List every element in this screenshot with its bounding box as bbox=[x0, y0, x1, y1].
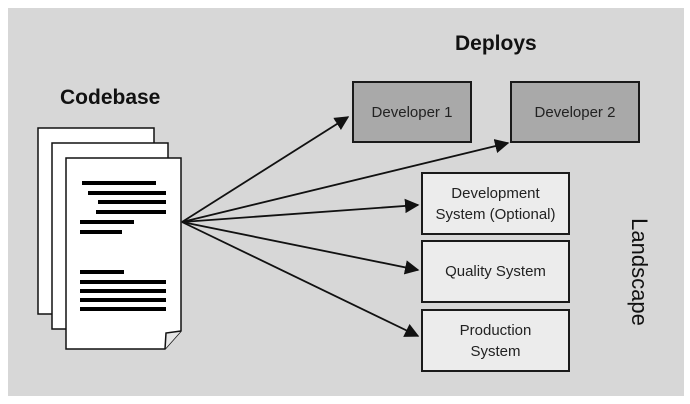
arrow-to-developer-2 bbox=[181, 139, 510, 223]
arrow-to-production-system bbox=[181, 221, 420, 337]
codebase-title: Codebase bbox=[60, 86, 161, 109]
development-system-label-line1: Development bbox=[451, 184, 540, 202]
quality-system-label: Quality System bbox=[445, 263, 546, 280]
development-system-label-line2: System (Optional) bbox=[435, 205, 556, 223]
landscape-label-container: Landscape bbox=[599, 202, 679, 342]
production-system-label-line2: System bbox=[470, 342, 521, 360]
quality-system-box: Quality System bbox=[421, 240, 570, 303]
document-text-lines bbox=[80, 181, 166, 311]
developer-2-label: Developer 2 bbox=[534, 103, 616, 121]
development-system-box: Development System (Optional) bbox=[421, 172, 570, 235]
deploys-title: Deploys bbox=[455, 32, 537, 55]
codebase-document-stack bbox=[37, 127, 182, 350]
developer-1-label: Developer 1 bbox=[371, 103, 453, 121]
document-page-curl bbox=[164, 330, 182, 350]
document-page-front bbox=[65, 157, 182, 350]
developer-2-box: Developer 2 bbox=[510, 81, 640, 143]
production-system-label-line1: Production bbox=[459, 321, 532, 339]
arrow-to-developer-1 bbox=[181, 116, 350, 223]
arrow-to-development-system bbox=[181, 198, 420, 223]
production-system-box: Production System bbox=[421, 309, 570, 372]
landscape-label: Landscape bbox=[627, 218, 652, 326]
arrow-to-quality-system bbox=[181, 221, 420, 275]
developer-1-box: Developer 1 bbox=[352, 81, 472, 143]
